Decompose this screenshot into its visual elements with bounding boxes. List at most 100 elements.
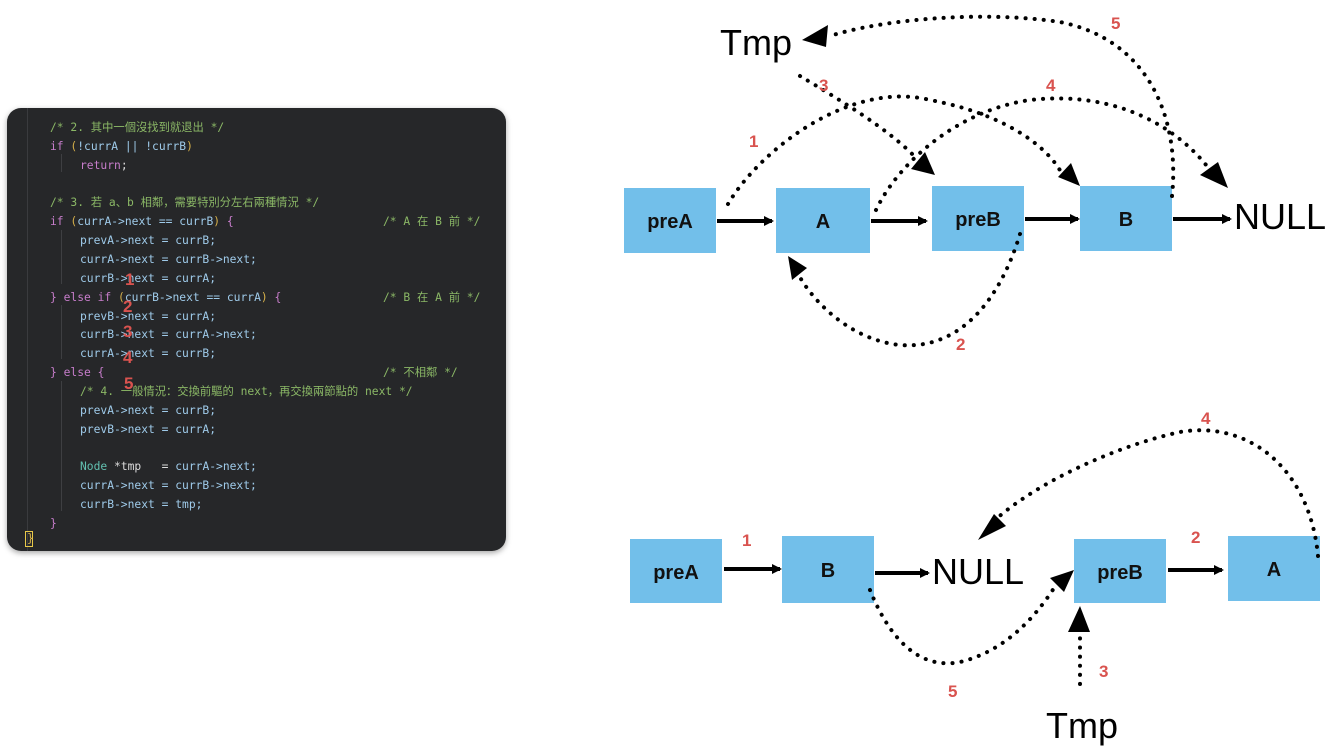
code-line: if (!currA || !currB) (50, 138, 193, 156)
code-token: currA->next = currB->next; (80, 252, 257, 266)
bottom-step-1: 1 (742, 531, 751, 550)
code-line: prevB->next = currA; (80, 421, 216, 439)
code-token: { (226, 215, 234, 229)
code-token: /* 3. 若 a、b 相鄰，需要特別分左右兩種情況 */ (50, 196, 320, 210)
code-token: } (50, 516, 57, 530)
top-step-2: 2 (956, 335, 965, 354)
code-line: currA->next = currB; (80, 345, 216, 363)
code-line: /* 4. 一般情況：交換前驅的 next，再交換兩節點的 next */ (80, 383, 413, 401)
code-editor-panel: /* 2. 其中一個沒找到就退出 */if (!currA || !currB)… (7, 108, 506, 551)
code-token: Node (80, 460, 108, 474)
node-label-prea: preA (647, 211, 693, 233)
node-label-prea-after: preA (653, 562, 699, 584)
node-box-preb-after (1074, 539, 1166, 603)
overlay-step-5: 5 (124, 374, 134, 393)
code-token: ( (70, 215, 78, 229)
node-box-b-after (782, 536, 874, 603)
node-label-a-after: A (1267, 559, 1281, 581)
node-box-prea (624, 188, 716, 253)
code-line: /* 3. 若 a、b 相鄰，需要特別分左右兩種情況 */ (50, 194, 319, 212)
code-token: ; (120, 158, 128, 172)
node-label-b: B (1119, 209, 1133, 231)
top-step-3: 3 (819, 76, 828, 95)
code-line: prevB->next = currA; (80, 308, 216, 326)
bottom-step-5: 5 (948, 682, 957, 701)
dotted-step-5 (828, 14, 1176, 198)
indent-guide (61, 230, 62, 284)
code-token: { (97, 366, 105, 380)
bottom-step-4: 4 (1201, 409, 1211, 428)
node-label-preb-after: preB (1097, 562, 1143, 584)
node-label-b-after: B (821, 560, 835, 582)
code-line: } (50, 515, 57, 533)
code-token: if (50, 215, 64, 229)
diagram-bottom: preA B preB A NULL Tmp 1 2 3 4 5 (630, 409, 1320, 746)
code-token: currA->next; (175, 460, 257, 474)
node-label-a: A (816, 211, 830, 233)
arrowhead-after-step-5 (1050, 570, 1074, 592)
top-step-4: 4 (1046, 76, 1056, 95)
code-token: /* 4. 一般情況：交換前驅的 next，再交換兩節點的 next */ (80, 384, 413, 398)
code-token: return (80, 158, 121, 172)
code-token: currB->next = currA->next; (80, 328, 257, 342)
code-token: ( (118, 290, 125, 304)
code-token: else if (63, 290, 112, 304)
arrowhead-after-step-3 (1068, 606, 1090, 632)
code-line: currB->next = currA; (80, 270, 216, 288)
code-line: if (currA->next == currB) { (50, 213, 234, 231)
code-line: return; (80, 157, 128, 175)
node-box-prea-after (630, 539, 722, 603)
code-token: prevB->next = currA; (80, 309, 217, 323)
code-token: currA->next == currB (77, 215, 214, 229)
code-token: currB->next == currA (124, 290, 261, 304)
code-line: /* 2. 其中一個沒找到就退出 */ (50, 119, 224, 137)
bottom-step-3: 3 (1099, 662, 1108, 681)
code-line: prevA->next = currB; (80, 232, 216, 250)
code-token: prevA->next = currB; (80, 403, 217, 417)
node-box-a-after (1228, 536, 1320, 601)
overlay-step-1: 1 (125, 270, 135, 289)
dotted-after-step-4 (993, 428, 1320, 558)
code-token: } (50, 366, 57, 380)
top-step-5: 5 (1111, 14, 1120, 33)
top-step-1: 1 (749, 132, 758, 151)
tmp-label-after: Tmp (1046, 705, 1118, 746)
gutter-line (27, 108, 28, 551)
dotted-step-1 (726, 94, 1064, 206)
code-token: currA->next = currB; (80, 347, 217, 361)
code-token: if (50, 139, 64, 153)
code-token: ) (213, 215, 221, 229)
node-box-a (776, 188, 870, 253)
code-line: prevA->next = currB; (80, 402, 216, 420)
bottom-step-2: 2 (1191, 528, 1200, 547)
code-inline-comment: /* 不相鄰 */ (383, 366, 458, 380)
overlay-step-2: 2 (123, 297, 133, 316)
code-inline-comment: /* B 在 A 前 */ (383, 290, 481, 304)
code-token: else (63, 366, 91, 380)
node-box-preb (932, 186, 1024, 251)
code-line: } else { (50, 364, 104, 382)
code-line: Node *tmp = currA->next; (80, 458, 257, 476)
code-inline-comment: /* A 在 B 前 */ (383, 215, 481, 229)
arrowhead-step-3 (911, 152, 935, 175)
code-token: } (50, 290, 57, 304)
arrowhead-step-5 (802, 25, 828, 47)
dotted-step-3 (798, 74, 918, 160)
code-token: *tmp = (107, 460, 176, 474)
null-label-after: NULL (932, 551, 1024, 592)
arrowhead-step-1 (1058, 163, 1080, 186)
tmp-label: Tmp (720, 22, 792, 63)
arrowhead-step-4 (1200, 162, 1228, 188)
code-token: ( (70, 139, 78, 153)
dotted-step-2 (793, 232, 1022, 348)
dotted-step-4 (874, 96, 1212, 212)
cursor-highlight (25, 531, 33, 547)
overlay-step-4: 4 (123, 348, 133, 367)
code-token: { (274, 290, 282, 304)
code-token: ) (186, 139, 193, 153)
null-label: NULL (1234, 196, 1326, 237)
code-line: } else if (currB->next == currA) { (50, 289, 281, 307)
arrowhead-step-2 (788, 256, 807, 280)
code-line: currB->next = tmp; (80, 496, 202, 514)
